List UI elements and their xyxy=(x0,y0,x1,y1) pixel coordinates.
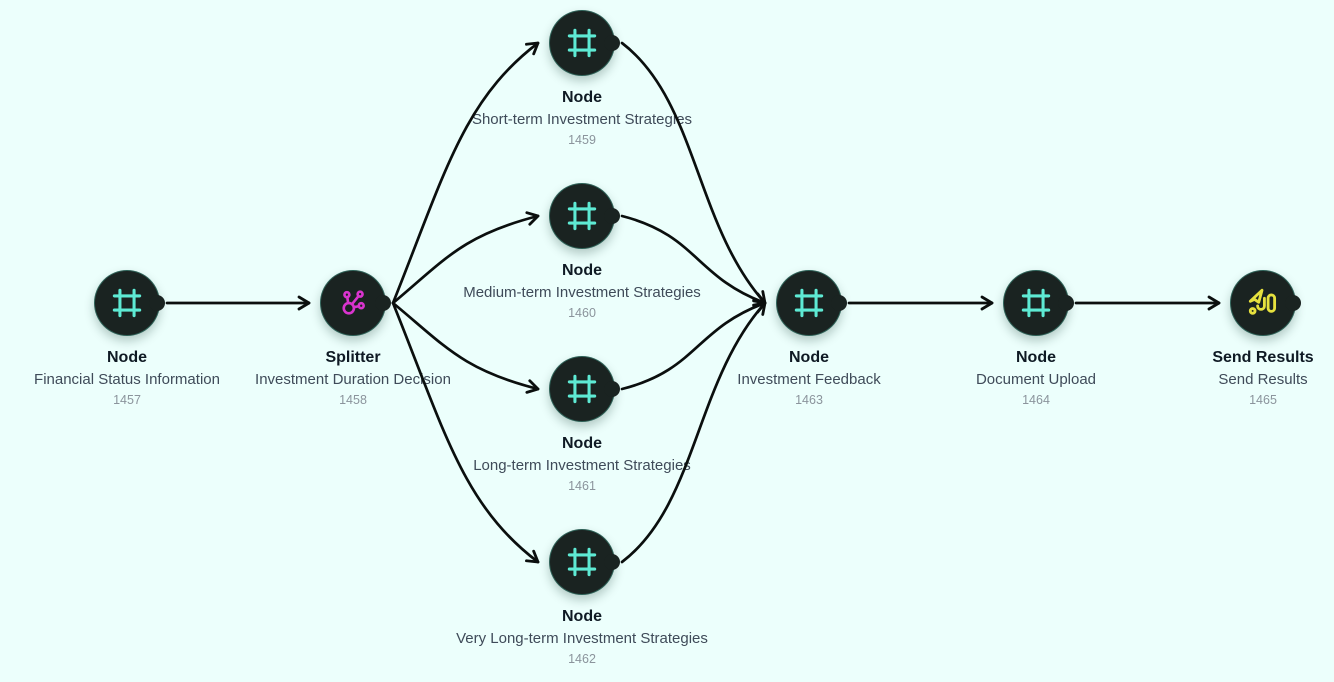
frame-icon xyxy=(566,373,598,405)
node-title: Node xyxy=(789,349,829,366)
node-subtitle: Investment Duration Decision xyxy=(255,371,451,388)
output-port-handle[interactable] xyxy=(604,554,620,570)
output-port-handle[interactable] xyxy=(604,381,620,397)
output-port-handle[interactable] xyxy=(604,35,620,51)
node-subtitle: Medium-term Investment Strategies xyxy=(463,284,701,301)
output-port-handle[interactable] xyxy=(375,295,391,311)
node-circle[interactable] xyxy=(1003,270,1074,336)
output-port-handle[interactable] xyxy=(604,208,620,224)
frame-icon xyxy=(793,287,825,319)
frame-icon xyxy=(1020,287,1052,319)
node-circle[interactable] xyxy=(1230,270,1301,336)
node-id-number: 1465 xyxy=(1249,393,1277,407)
node-label: Node Investment Feedback 1463 xyxy=(639,347,979,409)
frame-icon xyxy=(566,27,598,59)
node-label: Send Results Send Results 1465 xyxy=(1093,347,1334,409)
node-title: Node xyxy=(562,608,602,625)
node-title: Node xyxy=(107,349,147,366)
node-title: Node xyxy=(562,435,602,452)
node-subtitle: Send Results xyxy=(1218,371,1308,388)
node-label: Node Short-term Investment Strategies 14… xyxy=(412,87,752,149)
node-circle[interactable] xyxy=(549,183,620,249)
split-icon xyxy=(337,287,370,320)
output-port-handle[interactable] xyxy=(831,295,847,311)
node-subtitle: Very Long-term Investment Strategies xyxy=(456,630,708,647)
node-circle[interactable] xyxy=(94,270,165,336)
node-circle[interactable] xyxy=(549,356,620,422)
node-id-number: 1462 xyxy=(568,652,596,666)
node-title: Node xyxy=(1016,349,1056,366)
frame-icon xyxy=(566,200,598,232)
node-subtitle: Financial Status Information xyxy=(34,371,220,388)
output-port-handle[interactable] xyxy=(149,295,165,311)
node-circle[interactable] xyxy=(549,529,620,595)
output-port-handle[interactable] xyxy=(1058,295,1074,311)
frame-icon xyxy=(566,546,598,578)
node-id-number: 1458 xyxy=(339,393,367,407)
node-label: Node Document Upload 1464 xyxy=(866,347,1206,409)
node-id-number: 1461 xyxy=(568,479,596,493)
node-id-number: 1460 xyxy=(568,306,596,320)
frame-icon xyxy=(111,287,143,319)
node-subtitle: Investment Feedback xyxy=(737,371,881,388)
node-label: Node Financial Status Information 1457 xyxy=(0,347,297,409)
node-label: Splitter Investment Duration Decision 14… xyxy=(183,347,523,409)
node-title: Node xyxy=(562,89,602,106)
node-id-number: 1463 xyxy=(795,393,823,407)
node-label: Node Medium-term Investment Strategies 1… xyxy=(412,260,752,322)
output-port-handle[interactable] xyxy=(1285,295,1301,311)
node-circle[interactable] xyxy=(776,270,847,336)
node-subtitle: Long-term Investment Strategies xyxy=(473,457,691,474)
node-subtitle: Short-term Investment Strategies xyxy=(471,111,693,128)
node-circle[interactable] xyxy=(320,270,391,336)
node-title: Send Results xyxy=(1212,349,1314,366)
node-id-number: 1464 xyxy=(1022,393,1050,407)
node-label: Node Very Long-term Investment Strategie… xyxy=(412,606,752,668)
node-id-number: 1457 xyxy=(113,393,141,407)
send-icon xyxy=(1246,286,1280,320)
node-circle[interactable] xyxy=(549,10,620,76)
node-title: Splitter xyxy=(325,349,381,366)
node-label: Node Long-term Investment Strategies 146… xyxy=(412,433,752,495)
node-subtitle: Document Upload xyxy=(975,371,1097,388)
node-title: Node xyxy=(562,262,602,279)
node-id-number: 1459 xyxy=(568,133,596,147)
